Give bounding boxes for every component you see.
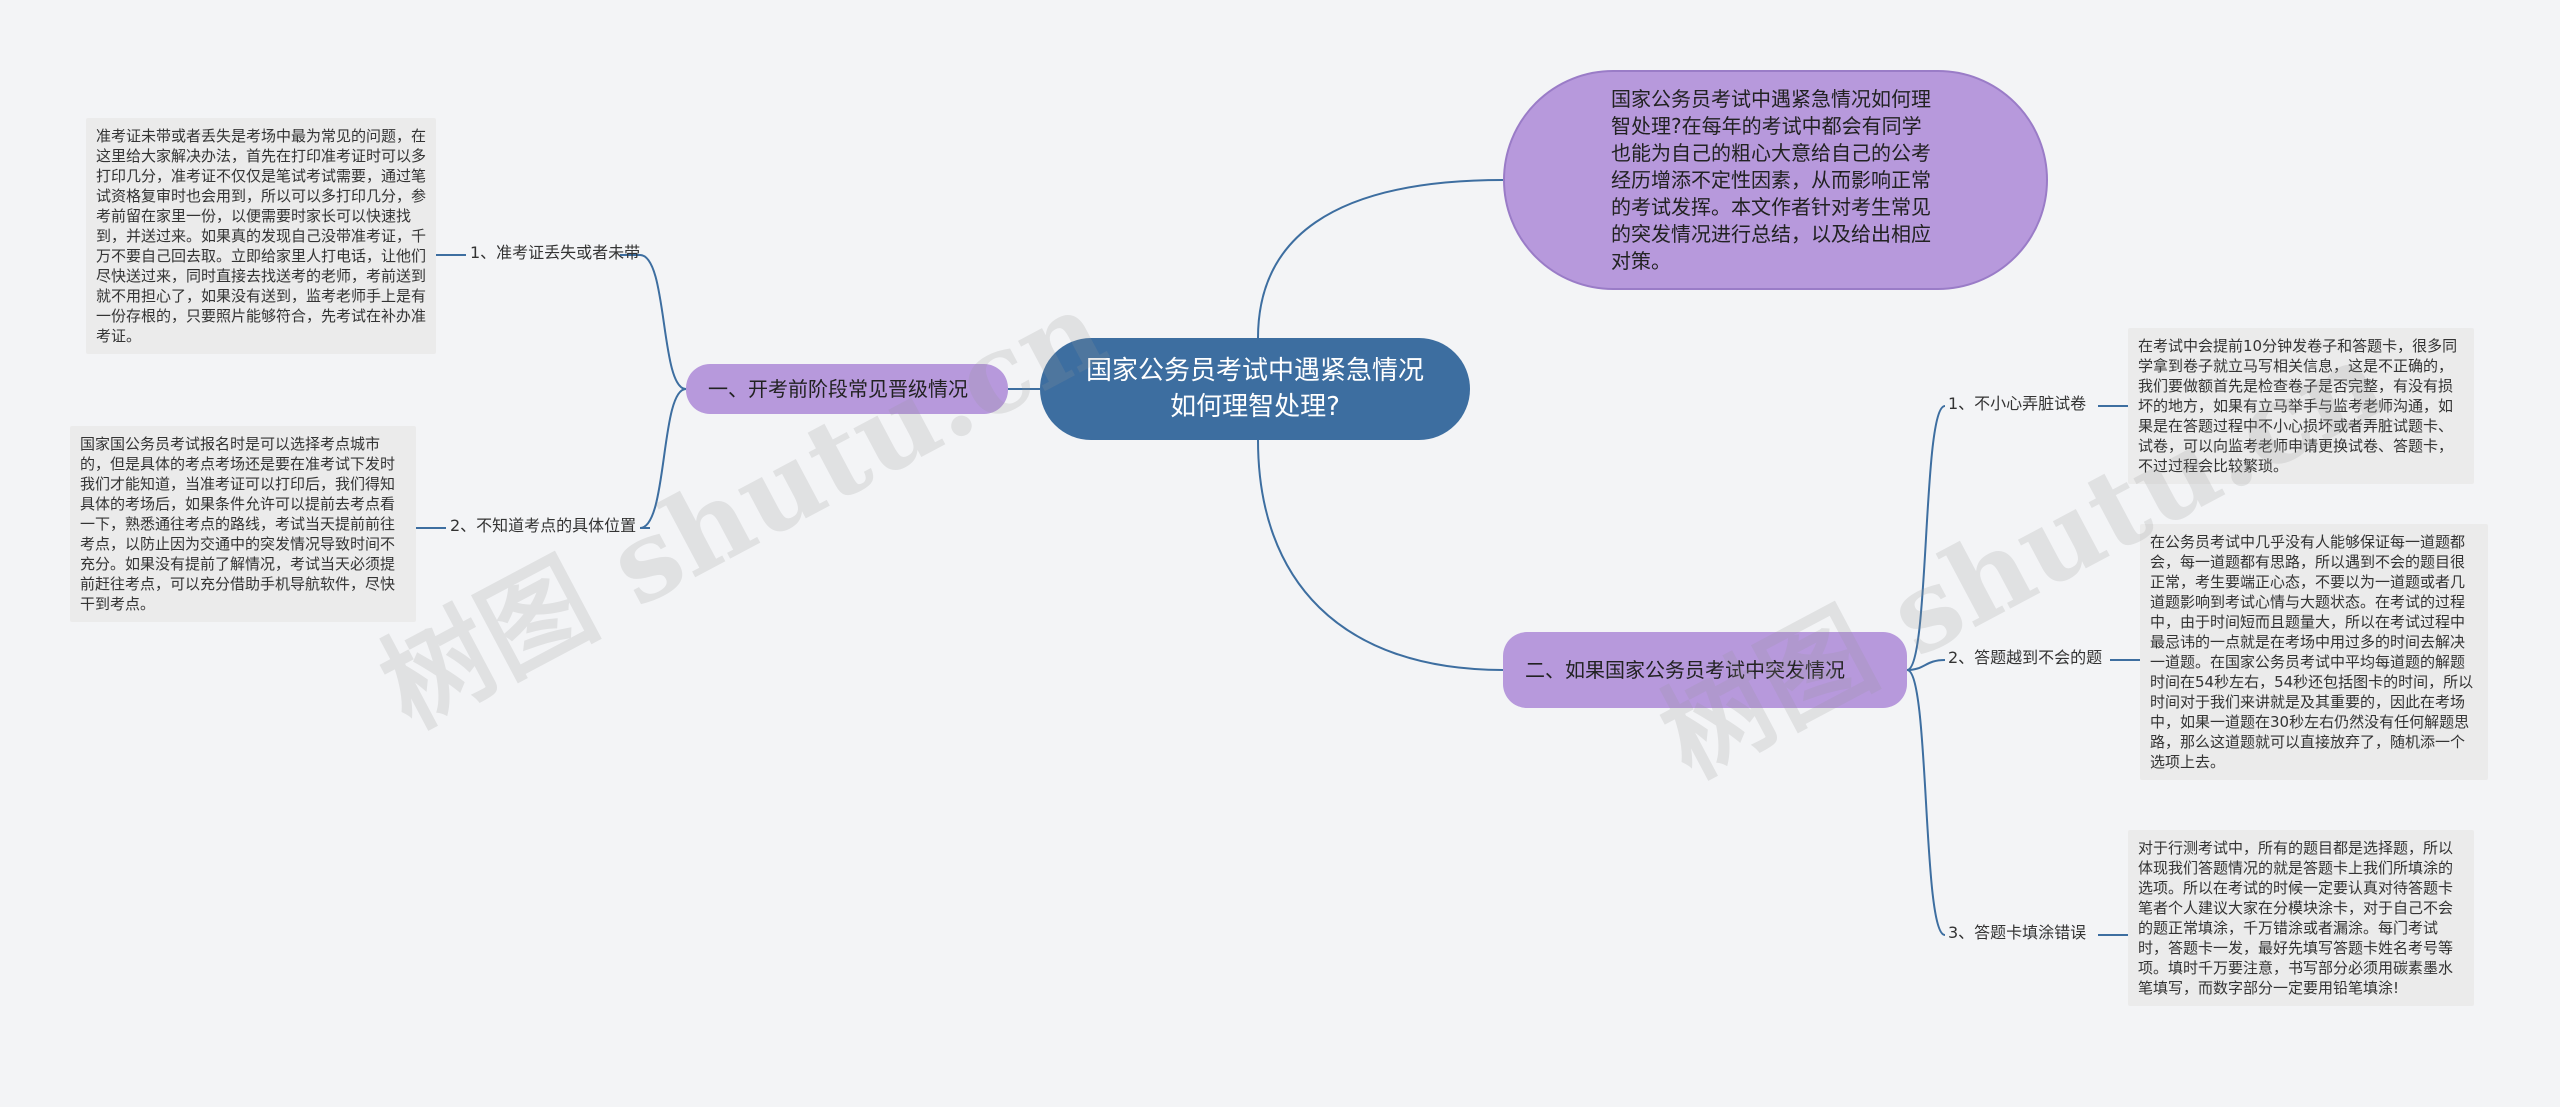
sub-label: 1、准考证丢失或者未带 [470, 243, 641, 262]
leaf-text: 国家国公务员考试报名时是可以选择考点城市的，但是具体的考点考场还是要在准考试下发… [80, 435, 396, 613]
leaf-text: 在考试中会提前10分钟发卷子和答题卡，很多同学拿到卷子就立马写相关信息，这是不正… [2138, 337, 2458, 475]
right-sub-2[interactable]: 2、答题越到不会的题 [1948, 648, 2102, 668]
branch-label: 一、开考前阶段常见晋级情况 [708, 377, 968, 401]
root-topic[interactable]: 国家公务员考试中遇紧急情况如何理智处理? [1040, 338, 1470, 440]
sub-label: 3、答题卡填涂错误 [1948, 923, 2087, 942]
sub-label: 2、不知道考点的具体位置 [450, 516, 637, 535]
edge-root-intro [1257, 179, 1504, 339]
right-leaf-3: 对于行测考试中，所有的题目都是选择题，所以体现我们答题情况的就是答题卡上我们所填… [2128, 830, 2474, 1006]
leaf-text: 在公务员考试中几乎没有人能够保证每一道题都会，每一道题都有思路，所以遇到不会的题… [2150, 533, 2474, 771]
edge-right-sub2 [1906, 659, 1946, 671]
sub-label: 2、答题越到不会的题 [1948, 648, 2103, 667]
edge-right-sub3 [1906, 669, 1946, 936]
branch-left[interactable]: 一、开考前阶段常见晋级情况 [686, 364, 1008, 414]
sub-label: 1、不小心弄脏试卷 [1948, 394, 2087, 413]
edge-right-sub1 [1906, 405, 1946, 671]
left-leaf-2: 国家国公务员考试报名时是可以选择考点城市的，但是具体的考点考场还是要在准考试下发… [70, 426, 416, 622]
branch-label: 二、如果国家公务员考试中突发情况 [1525, 658, 1845, 682]
right-sub-3[interactable]: 3、答题卡填涂错误 [1948, 923, 2086, 943]
right-leaf-2: 在公务员考试中几乎没有人能够保证每一道题都会，每一道题都有思路，所以遇到不会的题… [2140, 524, 2488, 780]
leaf-text: 准考证未带或者丢失是考场中最为常见的问题，在这里给大家解决办法，首先在打印准考证… [96, 127, 427, 345]
right-sub-1[interactable]: 1、不小心弄脏试卷 [1948, 394, 2086, 414]
left-sub-2[interactable]: 2、不知道考点的具体位置 [450, 516, 636, 536]
root-title: 国家公务员考试中遇紧急情况如何理智处理? [1085, 356, 1424, 422]
leaf-text: 对于行测考试中，所有的题目都是选择题，所以体现我们答题情况的就是答题卡上我们所填… [2138, 839, 2454, 997]
edge-left-sub2 [639, 388, 687, 529]
left-sub-1[interactable]: 1、准考证丢失或者未带 [470, 243, 640, 263]
intro-node[interactable]: 国家公务员考试中遇紧急情况如何理智处理?在每年的考试中都会有同学也能为自己的粗心… [1503, 70, 2048, 290]
edge-left-sub1 [620, 254, 687, 390]
left-leaf-1: 准考证未带或者丢失是考场中最为常见的问题，在这里给大家解决办法，首先在打印准考证… [86, 118, 436, 354]
edge-root-right-branch [1257, 439, 1504, 671]
right-leaf-1: 在考试中会提前10分钟发卷子和答题卡，很多同学拿到卷子就立马写相关信息，这是不正… [2128, 328, 2474, 484]
intro-text: 国家公务员考试中遇紧急情况如何理智处理?在每年的考试中都会有同学也能为自己的粗心… [1611, 87, 1931, 273]
branch-right[interactable]: 二、如果国家公务员考试中突发情况 [1503, 632, 1907, 708]
